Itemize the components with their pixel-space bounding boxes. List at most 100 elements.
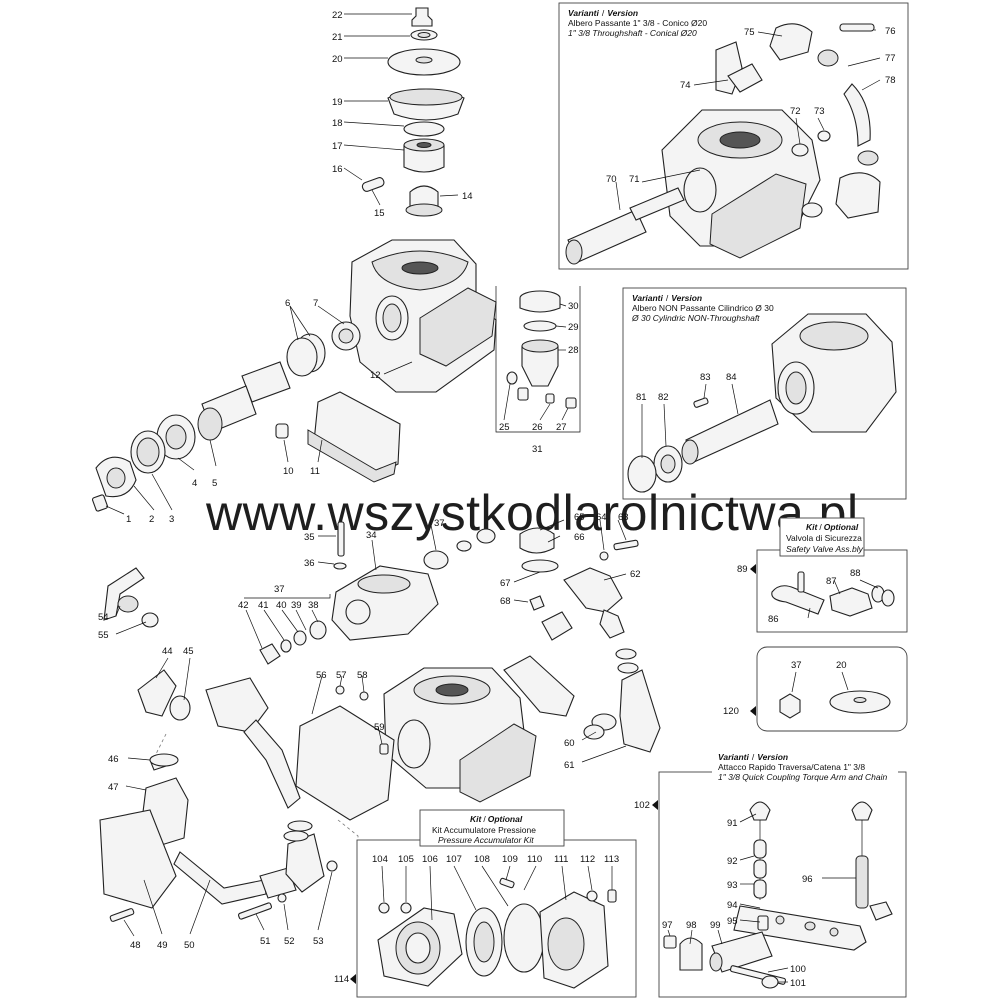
part-label: 92 bbox=[727, 856, 738, 867]
part-label: 94 bbox=[727, 900, 738, 911]
version-b-line1: Albero NON Passante Cilindrico Ø 30 bbox=[632, 303, 774, 313]
part-label: 1 bbox=[126, 514, 131, 525]
part-label: 39 bbox=[291, 600, 302, 611]
part-label: 113 bbox=[604, 854, 619, 865]
part-label: 31 bbox=[532, 444, 543, 455]
part-label: 57 bbox=[336, 670, 347, 681]
part-label: 17 bbox=[332, 141, 343, 152]
version-c-line2: 1" 3/8 Quick Coupling Torque Arm and Cha… bbox=[718, 772, 887, 782]
part-label: 59 bbox=[374, 722, 385, 733]
part-label: 91 bbox=[727, 818, 738, 829]
shaft-assembly-left bbox=[91, 305, 401, 515]
part-label: 83 bbox=[700, 372, 711, 383]
part-label: 101 bbox=[790, 978, 806, 989]
kit-accum-ref: 114 bbox=[334, 974, 349, 985]
part-label: 71 bbox=[629, 174, 640, 185]
part-label: 68 bbox=[500, 596, 511, 607]
version-a-line1: Albero Passante 1" 3/8 - Conico Ø20 bbox=[568, 18, 707, 28]
part-label: 12 bbox=[370, 370, 381, 381]
part-label: 5 bbox=[212, 478, 217, 489]
kit-valve-line2: Safety Valve Ass.bly bbox=[786, 544, 864, 554]
version-c-ref: 102 bbox=[634, 800, 650, 811]
part-label: 36 bbox=[304, 558, 315, 569]
box-headings: Varianti/Version Albero Passante 1" 3/8 … bbox=[334, 8, 887, 985]
version-a-heading: Varianti/Version bbox=[568, 8, 638, 18]
part-label: 50 bbox=[184, 940, 195, 951]
part-label: 86 bbox=[768, 614, 779, 625]
part-label: 107 bbox=[446, 854, 462, 865]
kit-valve-heading: Kit/Optional bbox=[806, 522, 859, 532]
part-label: 99 bbox=[710, 920, 721, 931]
part-label: 54 bbox=[98, 612, 109, 623]
part-label: 29 bbox=[568, 322, 579, 333]
part-label: 42 bbox=[238, 600, 249, 611]
part-label: 88 bbox=[850, 568, 861, 579]
kit-box-accumulator bbox=[350, 809, 637, 998]
part-label: 10 bbox=[283, 466, 294, 477]
kit-accum-heading: Kit/Optional bbox=[470, 814, 523, 824]
part-label: 15 bbox=[374, 208, 385, 219]
part-label: 28 bbox=[568, 345, 579, 356]
version-a-line2: 1" 3/8 Throughshaft - Conical Ø20 bbox=[568, 28, 697, 38]
part-label: 106 bbox=[422, 854, 438, 865]
part-label: 27 bbox=[556, 422, 567, 433]
part-label: 2 bbox=[149, 514, 154, 525]
part-label: 70 bbox=[606, 174, 617, 185]
part-label: 74 bbox=[680, 80, 691, 91]
kit-accum-line1: Kit Accumulatore Pressione bbox=[432, 825, 536, 835]
part-label: 25 bbox=[499, 422, 510, 433]
pump-main-body bbox=[349, 239, 497, 393]
version-box-non-throughshaft bbox=[622, 287, 907, 500]
version-box-quick-coupling bbox=[652, 748, 907, 998]
part-label: 4 bbox=[192, 478, 197, 489]
part-label: 11 bbox=[310, 466, 320, 477]
kit-accum-line2: Pressure Accumulator Kit bbox=[438, 835, 534, 845]
part-label: 66 bbox=[574, 532, 585, 543]
part-label: 97 bbox=[662, 920, 673, 931]
part-label: 3 bbox=[169, 514, 174, 525]
part-label: 56 bbox=[316, 670, 327, 681]
part-label: 7 bbox=[313, 298, 318, 309]
part-label: 26 bbox=[532, 422, 543, 433]
part-label: 82 bbox=[658, 392, 669, 403]
part-label: 48 bbox=[130, 940, 141, 951]
part-label: 37 bbox=[791, 660, 802, 671]
part-label: 61 bbox=[564, 760, 575, 771]
part-label: 6 bbox=[285, 298, 290, 309]
part-label: 20 bbox=[332, 54, 343, 65]
part-label: 105 bbox=[398, 854, 414, 865]
part-label: 60 bbox=[564, 738, 575, 749]
top-stack-parts bbox=[343, 7, 465, 217]
part-label: 34 bbox=[366, 530, 377, 541]
kit-box-safety-valve bbox=[750, 517, 908, 633]
part-label: 72 bbox=[790, 106, 801, 117]
version-c-line1: Attacco Rapido Traversa/Catena 1" 3/8 bbox=[718, 762, 865, 772]
part-label: 84 bbox=[726, 372, 737, 383]
part-label: 111 bbox=[554, 854, 568, 865]
part-label: 14 bbox=[462, 191, 473, 202]
part-label: 58 bbox=[357, 670, 368, 681]
part-label: 16 bbox=[332, 164, 343, 175]
part-label: 112 bbox=[580, 854, 595, 865]
part-label: 40 bbox=[276, 600, 287, 611]
part-label: 87 bbox=[826, 576, 837, 587]
middle-parts bbox=[99, 519, 661, 976]
version-b-line2: Ø 30 Cylindric NON-Throughshaft bbox=[631, 313, 760, 323]
part-label: 53 bbox=[313, 936, 324, 947]
kit-valve-line1: Valvola di Sicurezza bbox=[786, 533, 862, 543]
kit-120-ref: 120 bbox=[723, 706, 739, 717]
version-box-throughshaft bbox=[558, 2, 909, 270]
part-label: 62 bbox=[630, 569, 641, 580]
part-label: 52 bbox=[284, 936, 295, 947]
part-label: 100 bbox=[790, 964, 806, 975]
part-label: 110 bbox=[527, 854, 542, 865]
part-label: 73 bbox=[814, 106, 825, 117]
part-label: 20 bbox=[836, 660, 847, 671]
part-label: 35 bbox=[304, 532, 315, 543]
part-label: 44 bbox=[162, 646, 173, 657]
part-label: 37 bbox=[434, 518, 445, 529]
version-b-heading: Varianti/Version bbox=[632, 293, 702, 303]
part-label: 46 bbox=[108, 754, 119, 765]
part-label: 37 bbox=[274, 584, 285, 595]
part-label: 38 bbox=[308, 600, 319, 611]
